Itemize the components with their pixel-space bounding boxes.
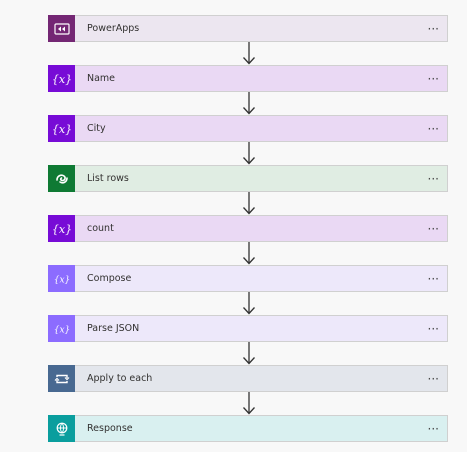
svg-text:{x}: {x} xyxy=(53,223,71,236)
step-city[interactable]: {x} City ··· xyxy=(48,115,448,142)
step-label: City xyxy=(87,123,106,134)
connector-arrow-icon xyxy=(243,42,255,65)
step-label: count xyxy=(87,223,114,234)
step-apply-to-each[interactable]: Apply to each ··· xyxy=(48,365,448,392)
dataverse-icon xyxy=(48,165,75,192)
parse-json-icon: {x} xyxy=(48,315,75,342)
more-options-button[interactable]: ··· xyxy=(427,421,439,436)
connector-arrow-icon xyxy=(243,292,255,315)
connector-arrow-icon xyxy=(243,242,255,265)
step-name[interactable]: {x} Name ··· xyxy=(48,65,448,92)
more-options-button[interactable]: ··· xyxy=(427,171,439,186)
loop-icon xyxy=(48,365,75,392)
step-label: Parse JSON xyxy=(87,323,140,334)
connector-arrow-icon xyxy=(243,342,255,365)
variable-icon: {x} xyxy=(48,65,75,92)
svg-text:{x}: {x} xyxy=(54,275,70,285)
step-label: Response xyxy=(87,423,133,434)
variable-icon: {x} xyxy=(48,215,75,242)
compose-icon: {x} xyxy=(48,265,75,292)
connector-arrow-icon xyxy=(243,192,255,215)
variable-icon: {x} xyxy=(48,115,75,142)
step-compose[interactable]: {x} Compose ··· xyxy=(48,265,448,292)
step-label: Name xyxy=(87,73,116,84)
step-list-rows[interactable]: List rows ··· xyxy=(48,165,448,192)
more-options-button[interactable]: ··· xyxy=(427,121,439,136)
step-powerapps[interactable]: PowerApps ··· xyxy=(48,15,448,42)
step-label: Apply to each xyxy=(87,373,153,384)
more-options-button[interactable]: ··· xyxy=(427,71,439,86)
more-options-button[interactable]: ··· xyxy=(427,371,439,386)
connector-arrow-icon xyxy=(243,92,255,115)
connector-arrow-icon xyxy=(243,392,255,415)
powerapps-icon xyxy=(48,15,75,42)
step-label: List rows xyxy=(87,173,129,184)
response-icon xyxy=(48,415,75,442)
svg-text:{x}: {x} xyxy=(53,73,71,86)
more-options-button[interactable]: ··· xyxy=(427,321,439,336)
svg-text:{x}: {x} xyxy=(53,123,71,136)
svg-text:{x}: {x} xyxy=(54,325,70,335)
step-label: Compose xyxy=(87,273,132,284)
more-options-button[interactable]: ··· xyxy=(427,221,439,236)
step-response[interactable]: Response ··· xyxy=(48,415,448,442)
step-label: PowerApps xyxy=(87,23,140,34)
step-count[interactable]: {x} count ··· xyxy=(48,215,448,242)
step-parse-json[interactable]: {x} Parse JSON ··· xyxy=(48,315,448,342)
more-options-button[interactable]: ··· xyxy=(427,271,439,286)
more-options-button[interactable]: ··· xyxy=(427,21,439,36)
connector-arrow-icon xyxy=(243,142,255,165)
